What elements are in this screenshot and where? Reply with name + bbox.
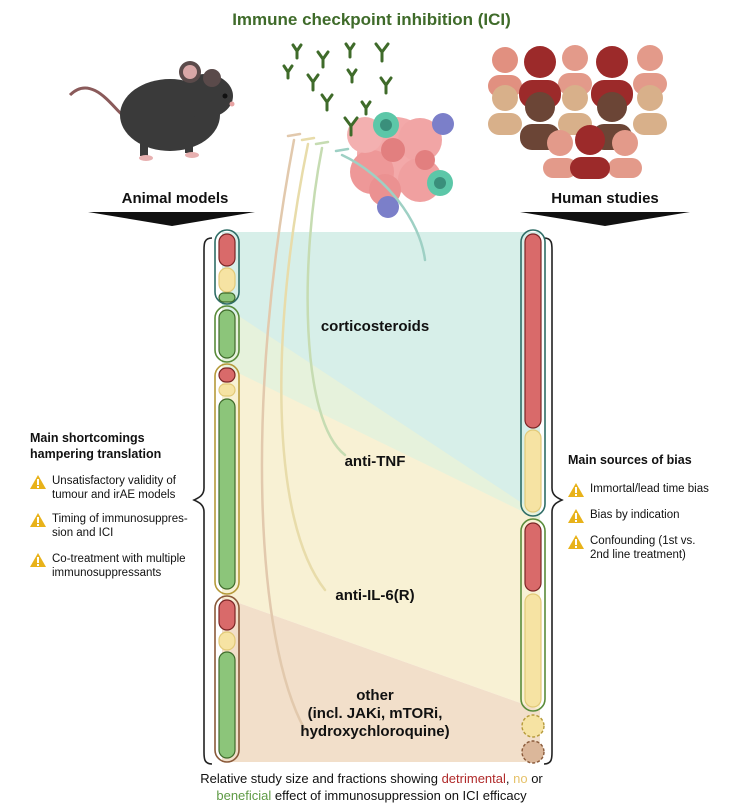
antibody-icon bbox=[282, 42, 393, 137]
inhibition-curves bbox=[260, 132, 427, 732]
band-corticosteroids bbox=[222, 232, 540, 515]
bias-heading: Main sources of bias bbox=[568, 453, 692, 467]
band-anti-il6 bbox=[222, 365, 540, 710]
warning-icon bbox=[568, 535, 584, 549]
human-studies-bar bbox=[520, 229, 546, 764]
bias-item: Immortal/lead time bias bbox=[568, 482, 738, 497]
diagram-title: Immune checkpoint inhibition (ICI) bbox=[232, 10, 511, 29]
band-anti-tnf-fill bbox=[222, 305, 540, 520]
warning-icon bbox=[568, 509, 584, 523]
left-bracket bbox=[192, 237, 213, 765]
treatment-bands bbox=[222, 232, 540, 762]
warning-icon bbox=[568, 483, 584, 497]
warning-icon bbox=[30, 553, 46, 567]
diagram-caption: Relative study size and fractions showin… bbox=[200, 771, 543, 803]
legend-beneficial: beneficial bbox=[216, 788, 272, 803]
mouse-icon bbox=[68, 61, 235, 161]
bias-item: Bias by indication bbox=[568, 508, 738, 523]
tumor-cells-icon bbox=[347, 112, 454, 218]
bias-item: Confounding (1st vs.2nd line treatment) bbox=[568, 534, 738, 562]
legend-detrimental: detrimental bbox=[441, 771, 506, 786]
human-studies-label: Human studies bbox=[551, 190, 659, 207]
band-label-anti-tnf: anti-TNF bbox=[344, 453, 406, 470]
animal-models-label: Animal models bbox=[121, 190, 229, 207]
right-bracket bbox=[543, 237, 564, 765]
human-arrow bbox=[520, 212, 690, 226]
shortcomings-heading: Main shortcomings hampering translation bbox=[30, 431, 162, 461]
human-crowd-icon bbox=[488, 45, 667, 179]
animal-models-bar bbox=[214, 229, 240, 763]
warning-icon bbox=[30, 513, 46, 527]
legend-no-effect: no bbox=[513, 771, 528, 786]
band-label-anti-il6: anti-IL-6(R) bbox=[335, 587, 415, 604]
warning-icon bbox=[30, 475, 46, 489]
shortcoming-item: Timing of immunosuppres-sion and ICI bbox=[30, 512, 205, 540]
band-label-other: other (incl. JAKi, mTORi, hydroxychloroq… bbox=[300, 687, 450, 740]
band-label-corticosteroids: corticosteroids bbox=[320, 318, 430, 335]
animal-arrow bbox=[88, 212, 255, 226]
